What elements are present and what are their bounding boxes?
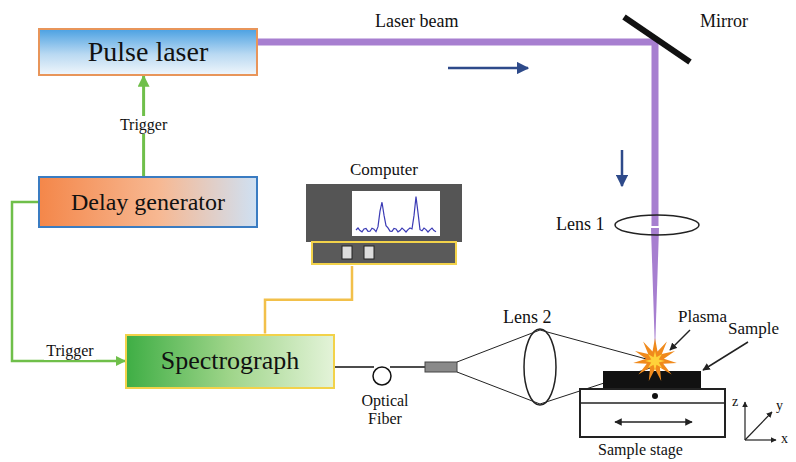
computer-unit: Computer xyxy=(306,160,462,266)
edge-label: Trigger xyxy=(118,116,169,134)
laser-box: Pulse laser xyxy=(38,28,258,76)
axis-arrow xyxy=(744,402,745,440)
node-label: Computer xyxy=(350,160,418,180)
computer-monitor xyxy=(306,184,462,266)
edge-label: Trigger xyxy=(44,342,95,360)
optical-fiber xyxy=(335,366,374,368)
axis-label: z xyxy=(732,394,738,409)
plasma-core xyxy=(645,351,665,371)
part-label: Sample stage xyxy=(598,441,683,459)
lens-symbol xyxy=(615,215,699,235)
direction-arrow xyxy=(448,67,528,70)
fiber-loop xyxy=(373,367,391,385)
axis-arrow xyxy=(745,412,772,440)
fiber-connector xyxy=(425,362,457,372)
node-label: Delay generator xyxy=(71,189,225,216)
delay-generator-box: Delay generator xyxy=(38,176,258,228)
leader-line xyxy=(703,342,748,370)
node-label: Pulse laser xyxy=(88,36,209,68)
leader-line xyxy=(670,330,690,350)
focused-beam xyxy=(651,228,659,352)
part-label: Optical Fiber xyxy=(345,392,425,427)
direction-arrow xyxy=(621,150,624,186)
part-label: Mirror xyxy=(700,12,748,32)
motion-arrow xyxy=(615,421,692,423)
plasma-burst xyxy=(633,338,677,381)
part-label: Plasma xyxy=(678,308,727,327)
optical-fiber xyxy=(390,366,425,368)
beam-label: Laser beam xyxy=(375,12,458,32)
axis-label: x xyxy=(781,431,788,446)
part-label: Lens 1 xyxy=(556,215,605,235)
lens-symbol xyxy=(524,329,556,405)
connector xyxy=(265,266,352,334)
part-label: Lens 2 xyxy=(503,308,552,328)
mirror-symbol xyxy=(624,17,690,62)
spectrograph-box: Spectrograph xyxy=(125,334,335,389)
part-label: Sample xyxy=(728,320,779,339)
axis-label: y xyxy=(776,398,783,413)
stage-body xyxy=(580,389,725,437)
axis-arrow xyxy=(745,439,776,440)
node-label: Spectrograph xyxy=(161,346,300,376)
